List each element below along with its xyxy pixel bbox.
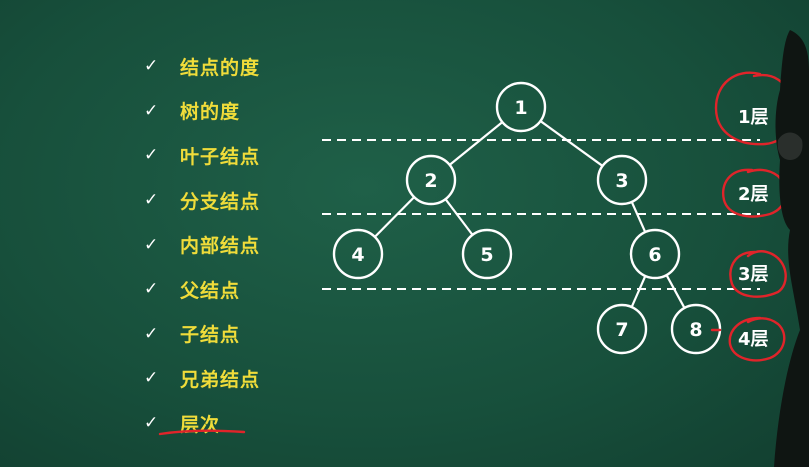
tree-node-circle xyxy=(461,228,513,280)
annotation-circle-level-4 xyxy=(728,316,786,362)
term-item: ✓ 结点的度 xyxy=(144,44,260,89)
term-label: 结点的度 xyxy=(180,56,261,79)
tree-edge xyxy=(630,275,647,308)
term-item: ✓ 父结点 xyxy=(144,267,260,312)
check-icon: ✓ xyxy=(144,56,159,77)
tree-node-circle xyxy=(629,228,681,280)
tree-node-circle xyxy=(495,81,547,133)
tree-node: 7 xyxy=(596,303,648,355)
term-label: 叶子结点 xyxy=(180,145,261,168)
term-item: ✓ 子结点 xyxy=(144,312,260,357)
tree-node-label: 6 xyxy=(648,244,661,266)
tree-node-label: 2 xyxy=(424,170,437,192)
tree-edge xyxy=(444,198,474,236)
tree-node-label: 8 xyxy=(689,319,702,341)
term-label: 内部结点 xyxy=(180,235,261,258)
annotation-circle-level-2 xyxy=(721,168,787,218)
level-label-2: 2层 xyxy=(738,184,769,205)
level-label-4: 4层 xyxy=(738,329,769,350)
tree-edge xyxy=(539,120,604,167)
check-icon: ✓ xyxy=(144,100,159,121)
tree-edge xyxy=(630,201,647,233)
tree-node: 2 xyxy=(405,154,457,206)
check-icon: ✓ xyxy=(144,323,159,344)
term-label: 父结点 xyxy=(180,279,241,302)
tree-edge xyxy=(374,196,415,238)
check-icon: ✓ xyxy=(144,368,159,389)
tree-nodes: 1 2 3 4 5 6 7 8 xyxy=(332,81,722,355)
term-item: ✓ 内部结点 xyxy=(144,222,260,267)
term-item: ✓ 兄弟结点 xyxy=(144,356,260,401)
tree-node-circle xyxy=(596,154,648,206)
level-label-3: 3层 xyxy=(738,264,769,285)
tree-node: 1 xyxy=(495,81,547,133)
check-icon: ✓ xyxy=(144,413,159,434)
tree-node-circle xyxy=(332,228,384,280)
tree-node: 6 xyxy=(629,228,681,280)
term-checklist: ✓结点的度✓树的度✓叶子结点✓分支结点✓内部结点✓父结点✓子结点✓兄弟结点✓层次 xyxy=(144,44,260,445)
tree-node-circle xyxy=(596,303,648,355)
term-item: ✓ 分支结点 xyxy=(144,178,260,223)
tree-node-label: 7 xyxy=(615,319,628,341)
term-label: 分支结点 xyxy=(180,190,261,213)
tree-node-label: 1 xyxy=(514,97,527,119)
check-icon: ✓ xyxy=(144,145,159,166)
tree-edge xyxy=(665,274,686,309)
tree-node-label: 3 xyxy=(615,170,628,192)
term-label: 子结点 xyxy=(180,324,241,347)
annotation-underline-level xyxy=(158,429,246,436)
term-item: ✓ 树的度 xyxy=(144,89,260,134)
tree-edge xyxy=(448,121,504,166)
check-icon: ✓ xyxy=(144,190,159,211)
tree-node: 4 xyxy=(332,228,384,280)
term-label: 树的度 xyxy=(180,101,241,124)
level-label-1: 1层 xyxy=(738,107,769,128)
tree-node: 5 xyxy=(461,228,513,280)
check-icon: ✓ xyxy=(144,279,159,300)
check-icon: ✓ xyxy=(144,234,159,255)
tree-node: 3 xyxy=(596,154,648,206)
tree-node-circle xyxy=(405,154,457,206)
tree-node-label: 4 xyxy=(351,244,364,266)
term-label: 兄弟结点 xyxy=(180,368,261,391)
term-item: ✓ 叶子结点 xyxy=(144,133,260,178)
tree-node-label: 5 xyxy=(480,244,493,266)
tree-edges xyxy=(374,120,686,309)
